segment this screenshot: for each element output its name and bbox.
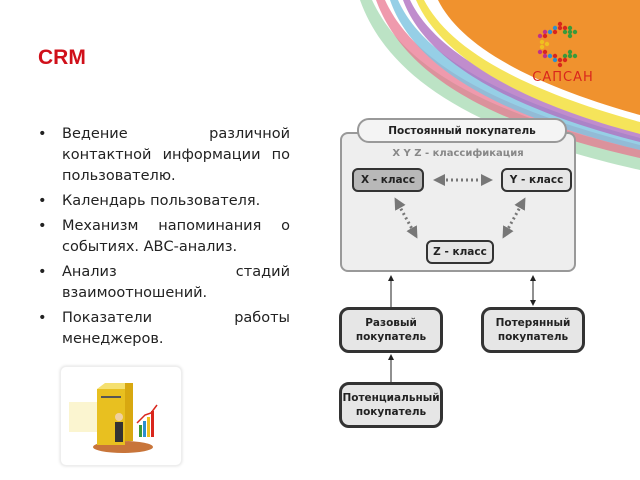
bullet-item: Показатели работы менеджеров. [38,308,290,350]
slide-title: CRM [38,46,86,69]
software-box-icon [69,383,158,453]
bullet-item: Анализ стадий взаимоотношений. [38,262,290,304]
logo-text: САПСАН [532,70,594,85]
crm-product-image [60,366,182,466]
sapsan-logo-icon [537,21,578,68]
bullet-list: Ведение различной контактной информации … [38,124,290,354]
xyz-classification-label: X Y Z - классификация [392,148,524,159]
bullet-item: Механизм напоминания о событиях. АВС-ана… [38,216,290,258]
potential-customer-box: Потенциальный покупатель [339,382,443,428]
one-time-customer-box: Разовый покупатель [339,307,443,353]
x-class-box: X - класс [352,168,424,192]
bullet-item: Календарь пользователя. [38,191,290,212]
y-class-box: Y - класс [501,168,572,192]
bullet-item: Ведение различной контактной информации … [38,124,290,187]
z-class-box: Z - класс [426,240,494,264]
lost-customer-box: Потерянный покупатель [481,307,585,353]
regular-customer-header: Постоянный покупатель [357,118,567,143]
